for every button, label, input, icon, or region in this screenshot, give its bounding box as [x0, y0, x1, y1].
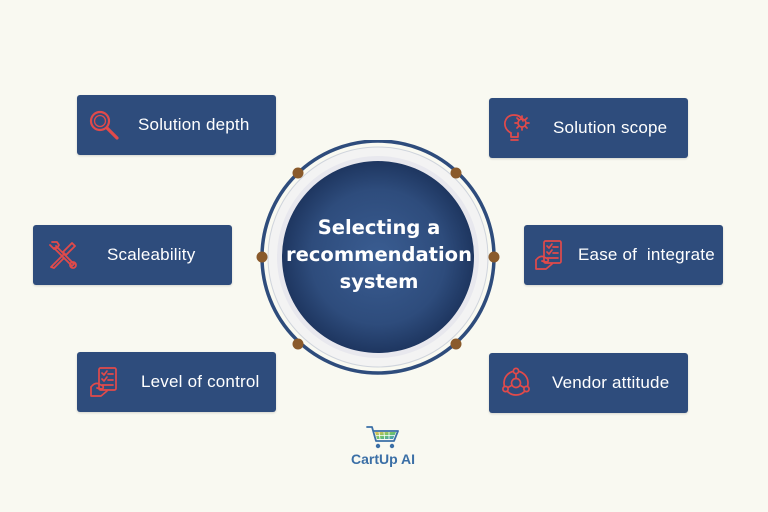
- factor-card-solution-depth: Solution depth: [77, 95, 276, 155]
- connector-dot-top-left: [292, 167, 304, 179]
- magnifier-icon: [87, 108, 121, 142]
- connector-dot-left: [256, 251, 268, 263]
- factor-card-scaleability: Scaleability: [33, 225, 232, 285]
- connector-dot-bottom-left: [292, 338, 304, 350]
- hub-graphic: [256, 140, 500, 375]
- factor-label: Solution scope: [553, 118, 668, 137]
- factor-card-vendor-attitude: Vendor attitude: [489, 353, 688, 413]
- checklist-hand-icon: [87, 365, 121, 399]
- factor-label: Level of control: [141, 372, 260, 391]
- connector-dot-bottom-right: [450, 338, 462, 350]
- factor-label: Ease of integrate: [578, 245, 715, 264]
- checklist-hand-icon: [532, 238, 566, 272]
- factor-label: Solution depth: [138, 115, 250, 134]
- hub-title-line-1: Selecting a: [317, 216, 441, 239]
- lightbulb-gear-icon: [499, 111, 533, 145]
- factor-card-level-of-control: Level of control: [77, 352, 276, 412]
- wrench-screwdriver-icon: [46, 238, 80, 272]
- factor-label: Scaleability: [107, 245, 196, 264]
- hub-title-line-2: recommendation: [286, 243, 472, 266]
- connector-dot-right: [488, 251, 500, 263]
- factor-card-solution-scope: Solution scope: [489, 98, 688, 158]
- shopping-cart-icon: [366, 426, 399, 449]
- factor-label: Vendor attitude: [552, 373, 670, 392]
- connector-dot-top-right: [450, 167, 462, 179]
- hub-title-line-3: system: [339, 270, 419, 293]
- brand-logo: CartUp AI: [333, 424, 433, 467]
- brand-name: CartUp AI: [350, 451, 416, 467]
- hub-core: [282, 161, 474, 353]
- factor-card-ease-of-integrate: Ease of integrate: [524, 225, 723, 285]
- hub-title: Selecting a recommendation system: [282, 214, 476, 295]
- network-cycle-icon: [499, 366, 533, 400]
